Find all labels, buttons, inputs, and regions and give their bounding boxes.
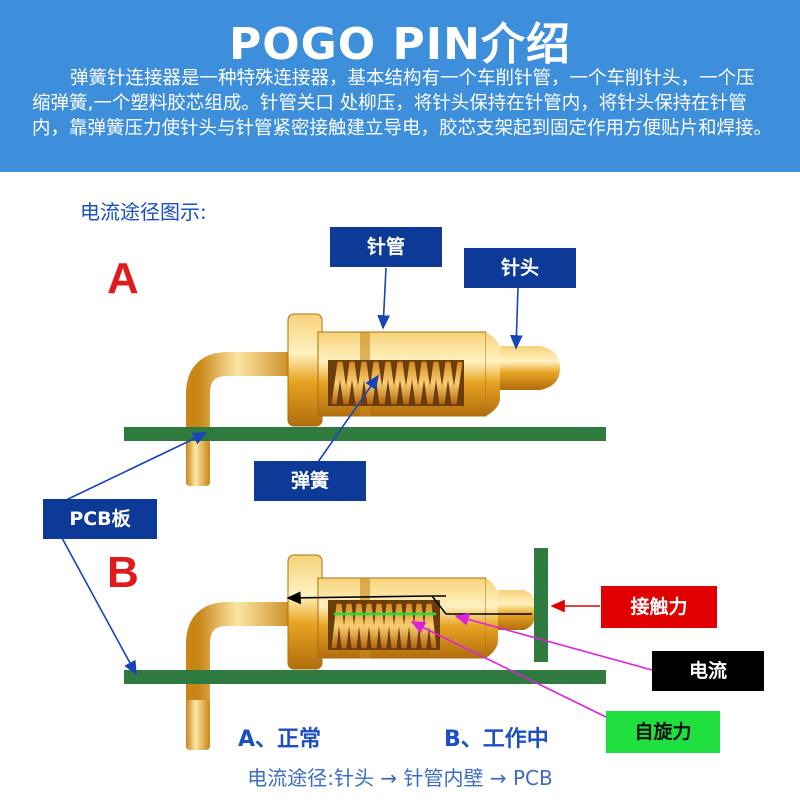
contact-board-b <box>534 548 548 662</box>
label-head: 针头 <box>464 248 576 288</box>
pogo-pin-b <box>124 548 606 750</box>
label-tube: 针管 <box>330 227 442 267</box>
spring-coils-a <box>331 361 463 405</box>
header-banner: POGO PIN介绍 弹簧针连接器是一种特殊连接器，基本结构有一个车削针管，一个… <box>0 0 800 172</box>
pogo-pin-a <box>124 313 606 486</box>
spring-coils-b <box>331 603 437 649</box>
diagram-a-letter: A <box>107 254 139 303</box>
pcb-board-a <box>124 427 606 441</box>
label-spring: 弹簧 <box>254 461 366 501</box>
diagram-b-letter: B <box>107 548 139 597</box>
label-contact-force: 接触力 <box>601 586 717 628</box>
description-text: 弹簧针连接器是一种特殊连接器，基本结构有一个车削针管，一个车削针头，一个压缩弹簧… <box>32 68 773 139</box>
label-current: 电流 <box>652 651 764 691</box>
label-pcb: PCB板 <box>43 499 157 539</box>
caption-a: A、正常 <box>238 727 322 752</box>
page-title: POGO PIN介绍 <box>229 19 571 70</box>
label-self-rotation: 自旋力 <box>606 711 720 753</box>
section-title: 电流途径图示: <box>80 200 207 224</box>
current-path-text: 电流途径:针头 → 针管内壁 → PCB <box>247 766 553 790</box>
caption-b: B、工作中 <box>444 727 549 752</box>
pcb-board-b <box>124 670 606 684</box>
